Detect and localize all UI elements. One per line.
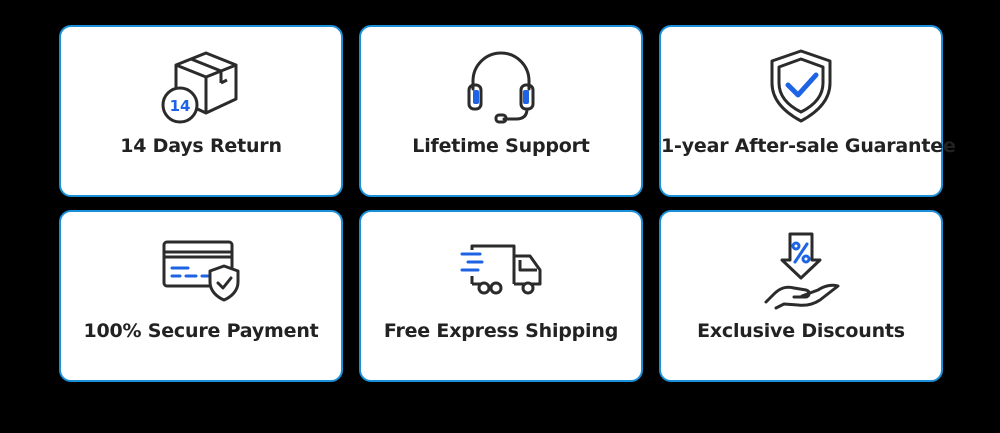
secure-card-icon	[158, 230, 244, 310]
feature-label-discounts: Exclusive Discounts	[697, 320, 905, 342]
headset-icon	[458, 45, 544, 125]
feature-label-guarantee: 1-year After-sale Guarantee	[661, 135, 956, 157]
feature-card-guarantee: 1-year After-sale Guarantee	[659, 25, 956, 197]
shield-check-icon	[758, 45, 844, 125]
feature-label-return: 14 Days Return	[120, 135, 282, 157]
feature-label-shipping: Free Express Shipping	[383, 320, 619, 342]
delivery-truck-icon	[458, 230, 544, 310]
feature-label-support: Lifetime Support	[412, 135, 590, 157]
feature-grid: 14 14 Days Return Lifetime Support	[59, 25, 956, 382]
feature-card-support: Lifetime Support	[359, 25, 643, 197]
return-days-badge: 14	[170, 97, 191, 115]
discount-hand-icon	[758, 230, 844, 310]
feature-card-payment: 100% Secure Payment	[59, 210, 343, 382]
package-return-icon: 14	[158, 45, 244, 125]
feature-card-return: 14 14 Days Return	[59, 25, 343, 197]
feature-card-discounts: Exclusive Discounts	[659, 210, 943, 382]
feature-card-shipping: Free Express Shipping	[359, 210, 643, 382]
feature-label-payment: 100% Secure Payment	[83, 320, 319, 342]
